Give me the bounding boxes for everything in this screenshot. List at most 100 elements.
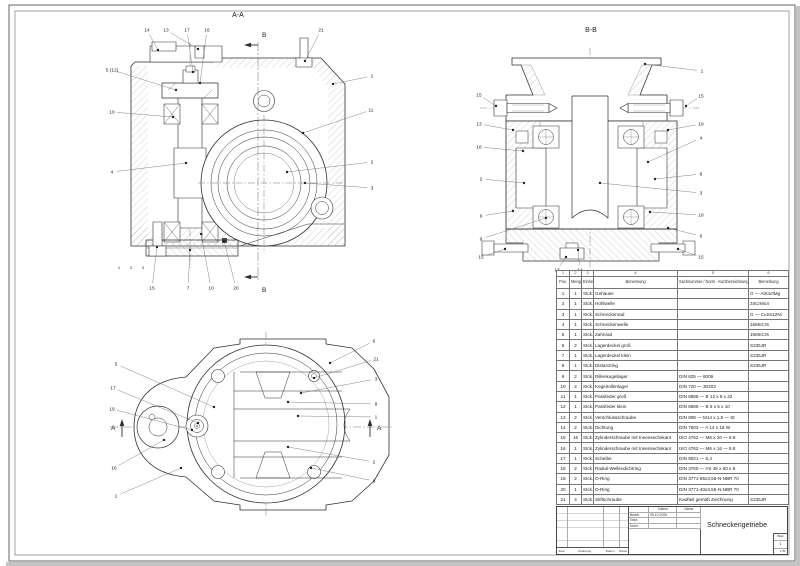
table-cell: 2 [569,411,582,423]
table-cell: 1 [556,287,570,300]
balloon-leader [187,34,194,73]
balloon-label: 11 [369,107,374,113]
table-cell [748,473,789,485]
table-cell: 19 [556,473,570,485]
balloon-label: 1 [375,414,378,420]
total-sheets: 1 Bl. [779,549,786,553]
table-cell: 2 [569,463,582,475]
balloon-leader [599,182,697,193]
balloon-label: 2 [480,176,483,182]
parts-list-table: 1 2 3 4 5 6 Pos. Menge Einheit Benennung… [556,270,789,506]
balloon-dot [184,161,188,165]
balloon-leader [483,147,524,152]
table-cell: Stck. [581,298,594,310]
table-cell: 1 [569,349,582,362]
label-blatt: Blatt [774,534,787,541]
balloon-label: 9 [480,236,483,242]
table-cell: 2 [569,473,582,485]
balloon-dot [162,438,166,442]
balloon-leader [199,34,207,84]
table-cell: 6 [556,339,570,351]
balloon-leader [118,439,165,466]
table-cell [677,349,749,362]
table-cell: 2 [556,298,570,310]
revision-rows [557,507,628,547]
balloon-leader [577,249,580,266]
norm-name-cell [677,523,701,529]
table-cell: 14 [556,421,570,434]
drawing-title: Schneckengetriebe [707,522,767,529]
balloon-label: 7 [187,285,190,291]
balloon-dot [286,400,290,404]
gepr-name-cell [677,518,701,524]
balloon-label: 21 [318,27,324,33]
balloon-leader [287,446,370,462]
balloon-dot [156,48,160,52]
balloon-label: 14 [144,27,150,33]
balloon-label: 15 [478,254,484,260]
balloon-leader [116,410,193,431]
table-cell: Passfeder groß [593,390,678,403]
table-cell: 2 [569,380,582,392]
balloon-dot [199,232,203,236]
label-datum-col: Datum [649,507,677,513]
bearb-name-cell [677,512,701,518]
table-cell: DIN 720 — 30203 [677,380,749,392]
balloon-leader [152,246,158,284]
table-cell: ISO 4762 — M6 x 16 — 8.8 [677,442,749,454]
table-cell: Stck. [581,493,594,506]
table-cell: Stck. [581,318,594,331]
balloon-leader [117,389,199,424]
balloon-dot [564,255,568,259]
balloon-leader [188,249,191,284]
title-block: Zust. Änderung Datum Name Datum Name Bea… [556,506,788,555]
balloon-label: 19 [109,406,115,412]
sheet-frame [8,4,796,562]
table-cell [748,370,789,382]
table-cell: Stck. [581,411,594,423]
column-header-pos: Pos. [556,276,570,289]
table-cell: S235JR [748,360,789,372]
balloon-dot [521,149,525,153]
table-cell: 1 [569,298,582,310]
balloon-dot [544,216,548,220]
page-edge-shadow-right [796,6,800,566]
table-cell [748,411,789,423]
balloon-label: 17 [184,27,190,33]
table-cell: Stck. [581,473,594,485]
balloon-leader [667,124,697,131]
balloon-dot [299,391,303,395]
balloon-label: 2 [371,159,374,165]
balloon-dot [303,181,307,185]
table-cell [677,308,749,320]
table-cell: Stck. [581,442,594,454]
balloon-label: 8 [700,171,703,177]
table-cell: DIN 7603 — A 14 x 18 W [677,421,749,434]
table-cell: Rillenkugellager [593,370,678,382]
table-cell: 1 [569,360,582,372]
balloon-leader [297,415,372,418]
table-cell [748,380,789,392]
column-header-benennung: Benennung [593,276,678,289]
aa-section-view: A-A [106,12,374,294]
table-cell: Verschlussschraube [593,411,678,423]
table-cell: 20 [556,483,570,495]
balloon-dot [188,248,192,252]
balloon-dot [198,81,202,85]
table-cell: 5 [556,329,570,341]
bb-view-title: B-B [585,27,597,34]
balloon-leader [304,34,319,62]
table-cell: Stck. [581,339,594,351]
label-gepr: Gepr. [629,518,649,524]
balloon-dot [286,445,290,449]
balloon-label: 6 [480,213,483,219]
label-zust: Zust. [558,549,566,553]
balloon-label: 5 (12) [106,67,119,73]
